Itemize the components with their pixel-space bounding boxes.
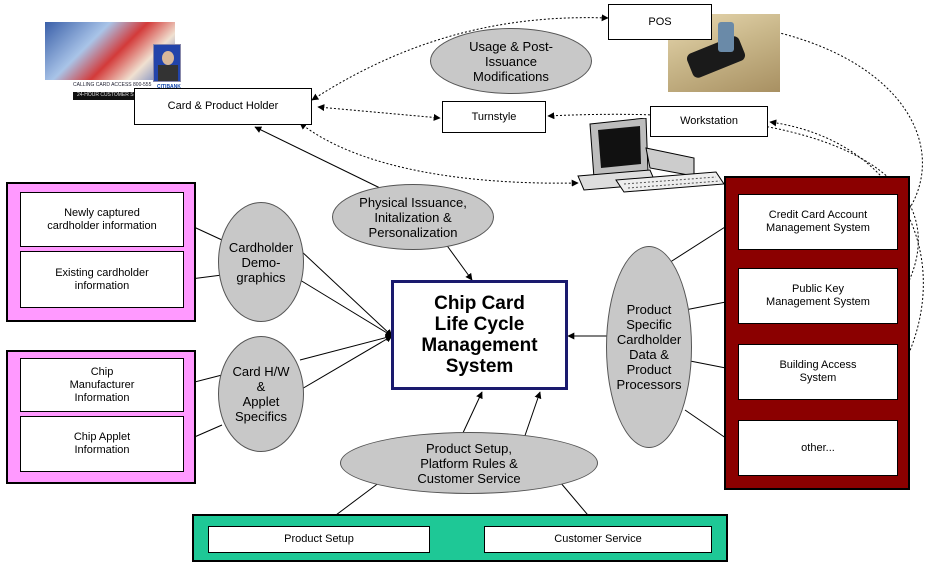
building-access-system-box: Building Access System: [738, 344, 898, 400]
existing-cardholder-info-box: Existing cardholder information: [20, 251, 184, 308]
newly-captured-info-box: Newly captured cardholder information: [20, 192, 184, 247]
cardholder-info-panel: Newly captured cardholder information Ex…: [6, 182, 196, 322]
pos-holder-link: [311, 14, 609, 101]
holder-turnstyle-link: [317, 104, 441, 121]
product-setup-ellipse: Product Setup, Platform Rules & Customer…: [340, 432, 598, 494]
chip-info-panel: Chip Manufacturer Information Chip Apple…: [6, 350, 196, 484]
product-setup-box: Product Setup: [208, 526, 430, 553]
card-brand: CITIBANK: [157, 84, 181, 90]
portrait-icon: [153, 44, 181, 82]
credit-card-system-box: Credit Card Account Management System: [738, 194, 898, 250]
computer-icon: [576, 117, 726, 194]
card-hw-applet-ellipse: Card H/W & Applet Specifics: [218, 336, 304, 452]
credit-card-image: CALLING CARD ACCESS 800-555 CITIBANK 24-…: [45, 22, 183, 104]
card-text-2: 24-HOUR CUSTOMER SERVICE: [77, 92, 153, 98]
other-system-box: other...: [738, 420, 898, 476]
public-key-system-box: Public Key Management System: [738, 268, 898, 324]
customer-service-box: Customer Service: [484, 526, 712, 553]
card-text-1: CALLING CARD ACCESS 800-555: [73, 82, 152, 88]
chip-applet-box: Chip Applet Information: [20, 416, 184, 472]
physical-issuance-ellipse: Physical Issuance, Initalization & Perso…: [332, 184, 494, 250]
chip-manufacturer-box: Chip Manufacturer Information: [20, 358, 184, 412]
chip-card-lcm-system: Chip Card Life Cycle Management System: [391, 280, 568, 390]
usage-modifications-ellipse: Usage & Post- Issuance Modifications: [430, 28, 592, 94]
product-processors-ellipse: Product Specific Cardholder Data & Produ…: [606, 246, 692, 448]
setup-service-panel: Product Setup Customer Service: [192, 514, 728, 562]
card-product-holder-box: Card & Product Holder: [134, 88, 312, 125]
workstation-box: Workstation: [650, 106, 768, 137]
issuance-holder-line: [254, 126, 381, 189]
pos-box: POS: [608, 4, 712, 40]
turnstyle-box: Turnstyle: [442, 101, 546, 133]
product-systems-panel: Credit Card Account Management System Pu…: [724, 176, 910, 490]
cardholder-demographics-ellipse: Cardholder Demo- graphics: [218, 202, 304, 322]
